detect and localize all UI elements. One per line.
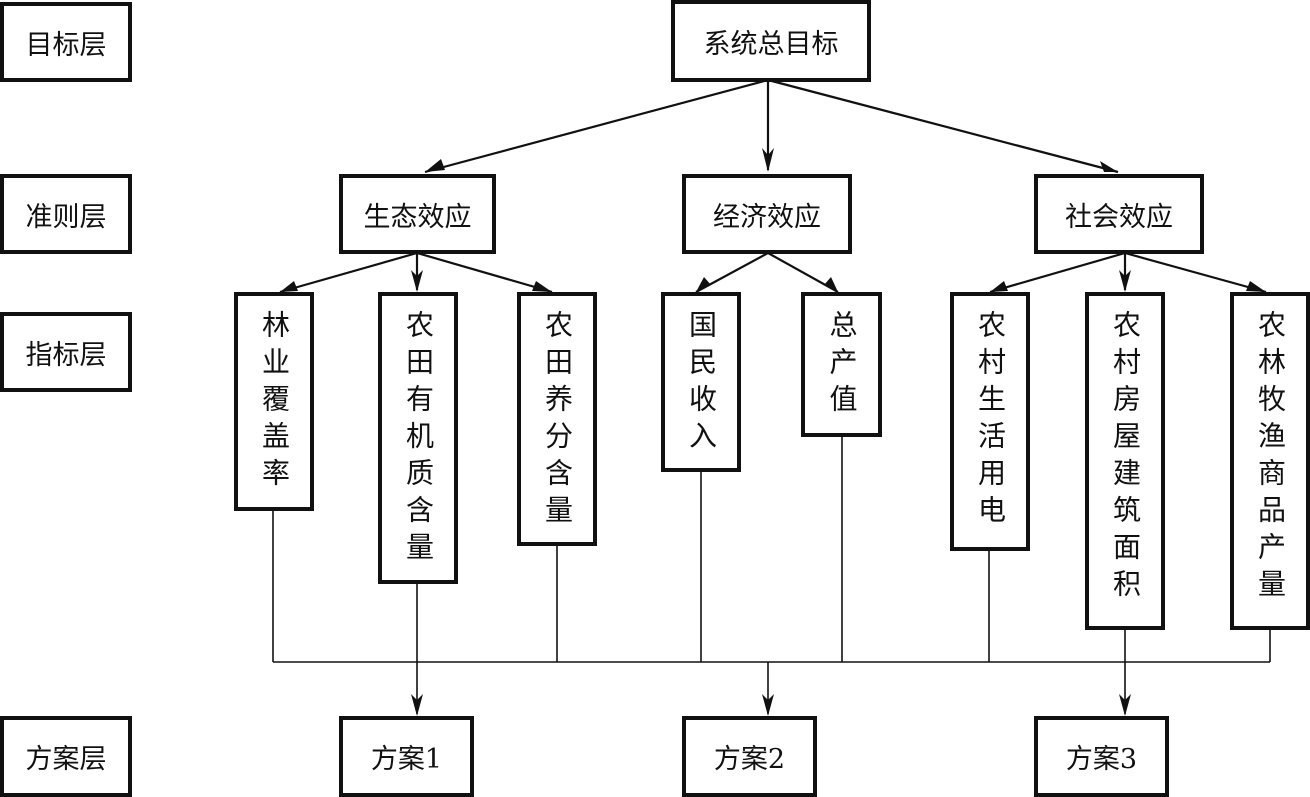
layer-label-text: 准则层 — [25, 201, 107, 233]
arrowhead-icon — [1246, 281, 1266, 292]
alternative-node-label: 方案1 — [370, 744, 443, 775]
indicator-node-label: 农田养分含量 — [541, 310, 574, 532]
layer-label-text: 方案层 — [25, 744, 107, 775]
criteria-node-eco: 生态效应 — [339, 174, 496, 254]
arrowhead-icon — [990, 281, 1008, 292]
arrowhead-icon — [280, 281, 298, 292]
edge-eco-i3 — [416, 251, 553, 294]
indicator-node-label: 总产值 — [825, 310, 859, 421]
indicator-node-housing-area: 农村房屋建筑面积 — [1085, 292, 1165, 630]
goal-node-label: 系统总目标 — [703, 28, 839, 60]
arrowhead-icon — [425, 159, 445, 172]
indicator-node-rural-electricity: 农村生活用电 — [950, 292, 1030, 551]
edge-soc-i8 — [1124, 251, 1267, 294]
edge-goal-eco — [424, 78, 769, 174]
layer-label-alternative: 方案层 — [0, 716, 132, 797]
indicator-node-label: 农田有机质含量 — [402, 310, 435, 569]
criteria-node-label: 经济效应 — [713, 201, 821, 233]
layer-label-goal: 目标层 — [0, 2, 132, 82]
indicator-node-organic-matter: 农田有机质含量 — [378, 292, 458, 584]
arrowhead-icon — [762, 148, 774, 172]
layer-label-text: 目标层 — [25, 29, 107, 61]
indicator-node-label: 农林牧渔商品产量 — [1254, 310, 1287, 606]
alternative-node-3: 方案3 — [1034, 716, 1169, 797]
indicator-node-commodity-output: 农林牧渔商品产量 — [1230, 292, 1310, 630]
indicator-node-label: 农村生活用电 — [974, 310, 1007, 532]
criteria-node-econ: 经济效应 — [682, 174, 852, 254]
edge-soc-i6 — [989, 251, 1126, 294]
arrowhead-icon — [1119, 270, 1131, 292]
indicator-node-label: 林业覆盖率 — [258, 310, 291, 495]
alternative-node-label: 方案3 — [1065, 744, 1138, 775]
layer-label-criteria: 准则层 — [0, 174, 132, 254]
arrowhead-icon — [1100, 161, 1118, 172]
criteria-node-label: 社会效应 — [1065, 201, 1173, 233]
criteria-node-label: 生态效应 — [363, 201, 472, 233]
arrowhead-icon — [762, 694, 774, 716]
arrowhead-icon — [411, 694, 423, 716]
arrowhead-icon — [1119, 694, 1131, 716]
arrowhead-icon — [411, 270, 423, 292]
arrowhead-icon — [824, 277, 838, 292]
alternative-node-2: 方案2 — [682, 716, 817, 797]
arrowhead-icon — [532, 281, 552, 292]
indicator-node-national-income: 国民收入 — [661, 292, 741, 472]
indicator-node-label: 国民收入 — [685, 310, 718, 458]
goal-node: 系统总目标 — [671, 0, 871, 82]
edge-eco-i1 — [279, 251, 418, 294]
indicator-node-gross-output: 总产值 — [801, 292, 882, 437]
layer-label-indicator: 指标层 — [0, 312, 132, 392]
indicator-node-nutrient: 农田养分含量 — [517, 292, 597, 546]
indicator-node-forest-coverage: 林业覆盖率 — [234, 292, 314, 511]
layer-label-text: 指标层 — [25, 339, 107, 371]
alternative-node-1: 方案1 — [339, 716, 474, 797]
indicator-node-label: 农村房屋建筑面积 — [1109, 310, 1142, 606]
arrowhead-icon — [696, 277, 711, 292]
alternative-node-label: 方案2 — [713, 744, 786, 775]
edge-goal-soc — [767, 78, 1119, 174]
criteria-node-soc: 社会效应 — [1034, 174, 1204, 254]
